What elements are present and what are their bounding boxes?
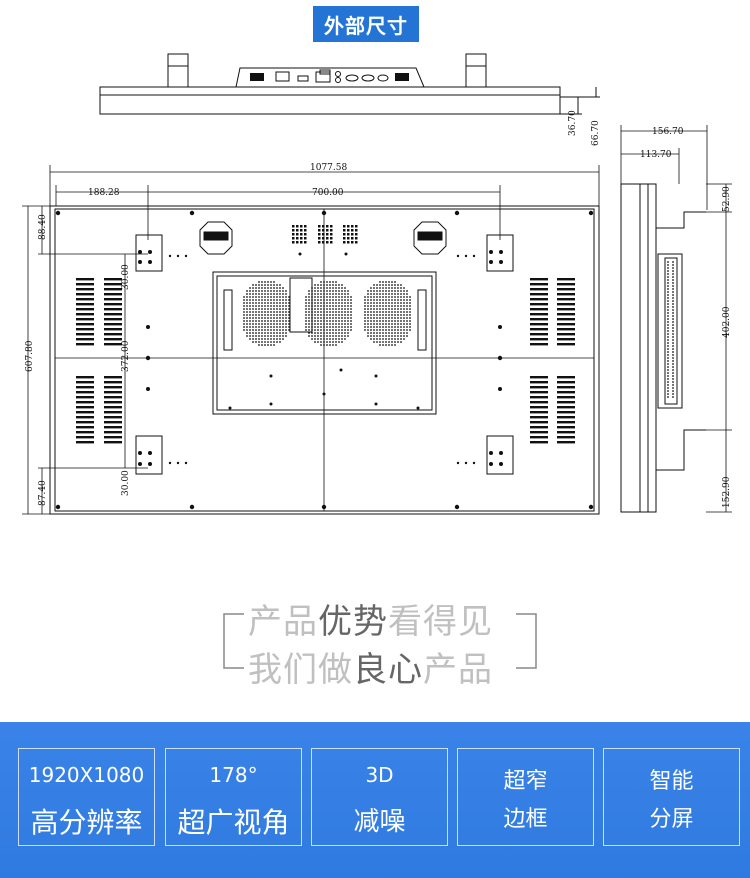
section-title: 外部尺寸: [313, 6, 419, 42]
dim-side-top: 52.90: [722, 186, 732, 212]
dim-mount-offset: 188.28: [88, 188, 120, 198]
dim-depth-total: 156.70: [652, 127, 684, 137]
feature-smart-split: 智能 分屏: [603, 748, 740, 846]
technical-drawing: 36.70 66.70 1077.58 188.28 700.00 607.80…: [22, 53, 732, 515]
dim-top-2: 66.70: [591, 120, 601, 146]
dim-top-offset: 88.40: [38, 214, 48, 240]
dim-left-upper: 30.00: [121, 264, 131, 290]
slogan-line-2: 我们做良心产品: [248, 650, 493, 690]
feature-narrow-bezel: 超窄 边框: [457, 748, 594, 846]
side-view: [620, 183, 706, 513]
dim-side-bottom: 152.90: [722, 476, 732, 508]
slogan-line-1: 产品优势看得见: [248, 602, 493, 642]
dim-bottom-offset: 87.40: [38, 480, 48, 506]
front-view: [49, 205, 600, 515]
dim-width-total: 1077.58: [310, 163, 347, 173]
feature-banner: 1920X1080 高分辨率 178° 超广视角 3D 减噪 超窄 边框 智能 …: [0, 722, 750, 878]
slogan-box: 产品优势看得见 我们做良心产品: [218, 592, 542, 690]
dim-side-mid: 402.00: [722, 306, 732, 338]
slogan-frame: [223, 613, 537, 669]
dim-left-mid: 372.00: [121, 340, 131, 372]
feature-noise-reduction: 3D 减噪: [311, 748, 448, 846]
dim-top-1: 36.70: [568, 110, 578, 136]
feature-view-angle: 178° 超广视角: [165, 748, 302, 846]
feature-resolution: 1920X1080 高分辨率: [18, 748, 155, 846]
top-view: [99, 53, 600, 115]
dim-depth-inner: 113.70: [640, 150, 672, 160]
dim-height-total: 607.80: [25, 340, 35, 372]
dim-left-lower: 30.00: [121, 470, 131, 496]
dim-mount-spacing: 700.00: [312, 188, 344, 198]
